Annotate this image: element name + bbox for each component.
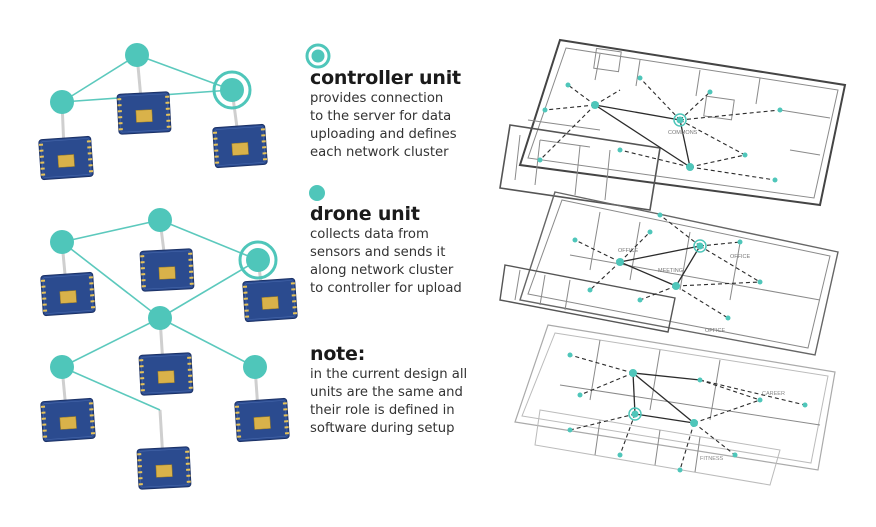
room-label: OFFICE [618, 248, 638, 254]
description-line: their role is defined in [310, 403, 455, 418]
controller-unit-title: controller unit [310, 67, 461, 89]
drone-node [577, 392, 583, 398]
drone-node [243, 355, 267, 379]
drone-node [637, 297, 643, 303]
drone-node [772, 177, 778, 183]
xbee-chip [40, 397, 96, 443]
controller-node [673, 113, 687, 127]
note-legend: note: in the current design all units ar… [310, 343, 510, 438]
drone-node [802, 402, 808, 408]
xbee-chip [136, 446, 192, 490]
drone-node [742, 152, 748, 158]
room-label: MEETING [658, 268, 683, 274]
drone-node [737, 239, 743, 245]
xbee-chip [38, 135, 94, 181]
room-label: OFFICE [705, 328, 725, 334]
description-line: uploading and defines [310, 127, 457, 142]
drone-node [125, 43, 149, 67]
drone-node [757, 397, 763, 403]
description-line: collects data from [310, 227, 429, 242]
description-line: in the current design all [310, 367, 468, 382]
drone-node [732, 452, 738, 458]
description-line: to the server for data [310, 109, 452, 124]
drone-node [757, 279, 763, 285]
floor-plan-top [499, 38, 847, 211]
xbee-chip [212, 123, 268, 169]
drone-node [567, 352, 573, 358]
room-label: OFFICE [730, 254, 750, 260]
drone-unit-title: drone unit [310, 203, 420, 225]
controller-unit-icon [305, 43, 331, 69]
large-network [40, 208, 298, 490]
drone-node [690, 419, 698, 427]
floor-network-middle: OFFICE MEETING OFFICE OFFICE [572, 212, 763, 334]
controller-node [212, 70, 252, 110]
drone-node [637, 75, 643, 81]
drone-node [50, 90, 74, 114]
controller-node [238, 240, 278, 280]
room-label: COMMONS [668, 130, 698, 136]
drone-node [647, 229, 653, 235]
floor-network-top: COMMONS [537, 75, 783, 183]
description-line: sensors and sends it [310, 245, 446, 260]
small-network [38, 43, 268, 181]
drone-unit-description: collects data from sensors and sends it … [310, 226, 510, 298]
drone-node [565, 82, 571, 88]
drone-node [677, 467, 683, 473]
drone-node [629, 369, 637, 377]
note-title: note: [310, 343, 366, 365]
controller-legend: controller unit provides connection to t… [310, 67, 510, 162]
floor-plan-middle [499, 191, 839, 356]
floor-network-bottom: CAREER FITNESS [567, 352, 808, 473]
drone-node [148, 208, 172, 232]
xbee-chip [40, 271, 96, 317]
description-line: each network cluster [310, 145, 449, 160]
room-label: CAREER [762, 391, 785, 397]
drone-node [616, 258, 624, 266]
xbee-chip [242, 277, 298, 323]
drone-node [567, 427, 573, 433]
controller-node [628, 407, 642, 421]
drone-node [657, 212, 663, 218]
drone-node [725, 315, 731, 321]
room-label: FITNESS [700, 456, 724, 462]
drone-node [591, 101, 599, 109]
description-line: provides connection [310, 91, 444, 106]
drone-node [617, 147, 623, 153]
network-links [61, 219, 259, 411]
drone-node [148, 306, 172, 330]
drone-unit-icon [309, 185, 325, 201]
description-line: to controller for upload [310, 281, 462, 296]
drone-node [686, 163, 694, 171]
xbee-chip [116, 91, 172, 135]
drone-node [50, 355, 74, 379]
xbee-chip [138, 352, 194, 396]
note-description: in the current design all units are the … [310, 366, 510, 438]
drone-node [542, 107, 548, 113]
controller-node [693, 239, 707, 253]
drone-node [617, 452, 623, 458]
xbee-chip [139, 248, 195, 292]
xbee-chip [234, 397, 290, 443]
description-line: along network cluster [310, 263, 454, 278]
drone-node [537, 157, 543, 163]
drone-node [707, 89, 713, 95]
drone-node [50, 230, 74, 254]
controller-unit-description: provides connection to the server for da… [310, 90, 510, 162]
description-line: software during setup [310, 421, 455, 436]
drone-legend: drone unit collects data from sensors an… [310, 203, 510, 298]
drone-node [777, 107, 783, 113]
drone-node [572, 237, 578, 243]
description-line: units are the same and [310, 385, 463, 400]
drone-node [697, 377, 703, 383]
drone-node [672, 282, 680, 290]
floor-plans [499, 38, 847, 486]
drone-node [587, 287, 593, 293]
floor-plan-bottom [514, 324, 836, 486]
